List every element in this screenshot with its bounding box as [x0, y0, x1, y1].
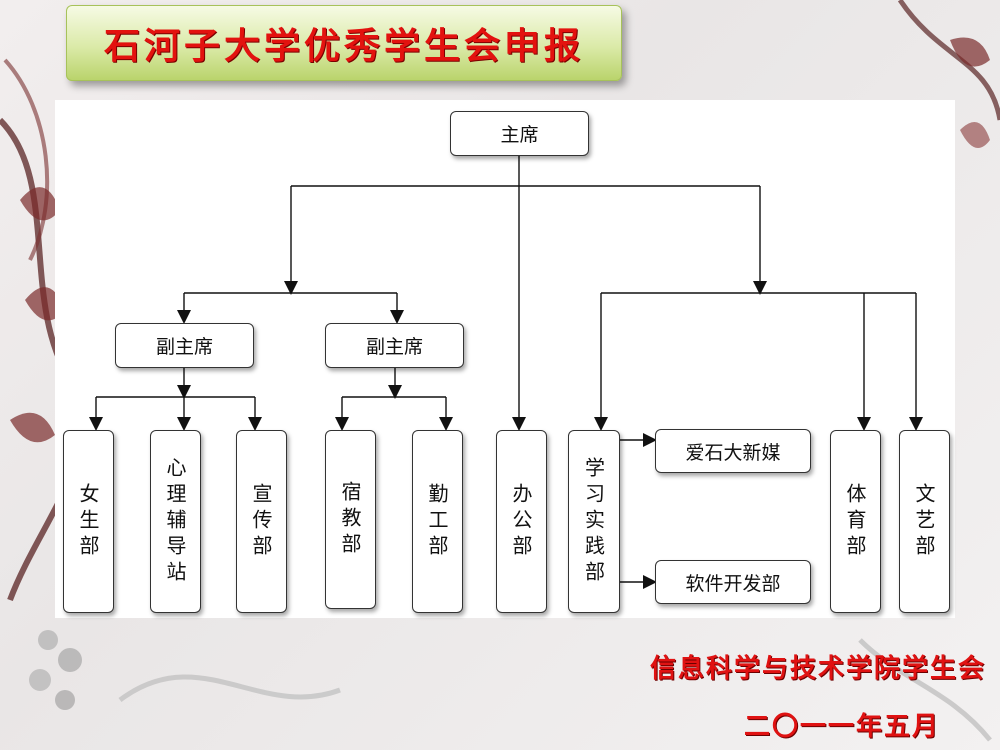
node-arts-dept: 文艺部: [899, 430, 950, 613]
node-chair: 主席: [450, 111, 589, 156]
node-women-dept: 女生部: [63, 430, 114, 613]
node-vice-chair-right: 副主席: [325, 323, 464, 368]
title-banner: 石河子大学优秀学生会申报: [66, 5, 622, 81]
node-dorm-dept: 宿教部: [325, 430, 376, 609]
slide-title: 石河子大学优秀学生会申报: [103, 25, 584, 67]
footer-organization: 信息科学与技术学院学生会: [649, 654, 986, 684]
node-counseling-station: 心理辅导站: [150, 430, 201, 613]
node-new-media: 爱石大新媒: [655, 429, 811, 473]
node-study-practice-dept: 学习实践部: [568, 430, 620, 613]
footer-date: 二〇一一年五月: [743, 712, 940, 742]
node-work-study-dept: 勤工部: [412, 430, 463, 613]
node-office-dept: 办公部: [496, 430, 547, 613]
node-sports-dept: 体育部: [830, 430, 881, 613]
node-publicity-dept: 宣传部: [236, 430, 287, 613]
node-software-dept: 软件开发部: [655, 560, 811, 604]
node-vice-chair-left: 副主席: [115, 323, 254, 368]
